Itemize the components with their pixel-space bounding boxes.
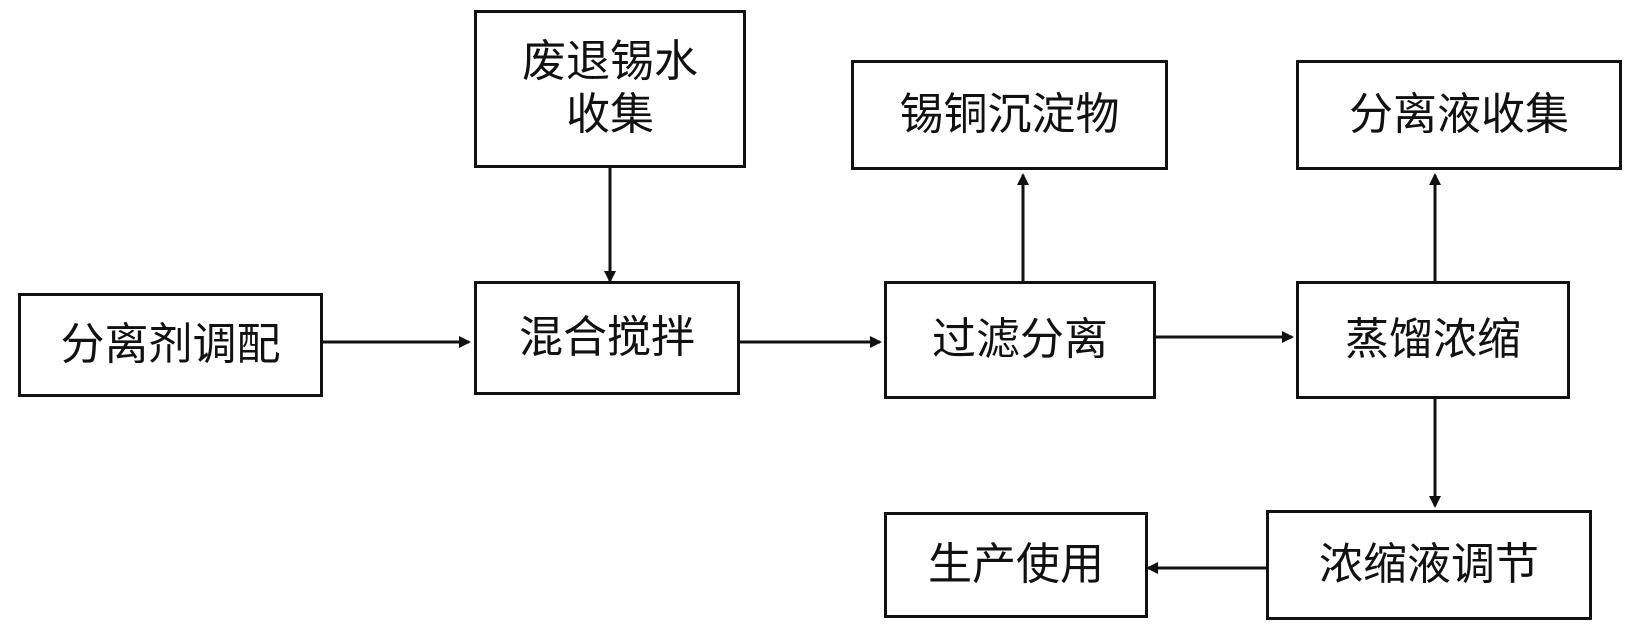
node-tin-copper-precipitate-label: 锡铜沉淀物 (899, 88, 1120, 140)
node-concentrate-adjust-label: 浓缩液调节 (1319, 538, 1539, 590)
node-production-use-label: 生产使用 (928, 538, 1104, 590)
node-separated-liquid-collect: 分离液收集 (1296, 60, 1622, 170)
node-mix-stir: 混合搅拌 (474, 281, 740, 395)
node-waste-collect-line-2: 收集 (566, 89, 654, 140)
node-filter-separate-label: 过滤分离 (932, 313, 1108, 365)
node-distill-concentrate-label: 蒸馏浓缩 (1345, 313, 1521, 365)
node-separator-prep: 分离剂调配 (18, 293, 323, 397)
node-filter-separate: 过滤分离 (884, 281, 1156, 399)
node-tin-copper-precipitate: 锡铜沉淀物 (851, 60, 1168, 170)
node-concentrate-adjust: 浓缩液调节 (1266, 510, 1592, 620)
node-waste-collect: 废退锡水 收集 (474, 10, 746, 168)
node-mix-stir-label: 混合搅拌 (519, 311, 695, 363)
node-separated-liquid-collect-label: 分离液收集 (1349, 88, 1569, 140)
node-distill-concentrate: 蒸馏浓缩 (1296, 281, 1570, 399)
node-separator-prep-label: 分离剂调配 (60, 318, 281, 370)
node-waste-collect-line-1: 废退锡水 (522, 36, 698, 88)
node-production-use: 生产使用 (884, 512, 1148, 618)
